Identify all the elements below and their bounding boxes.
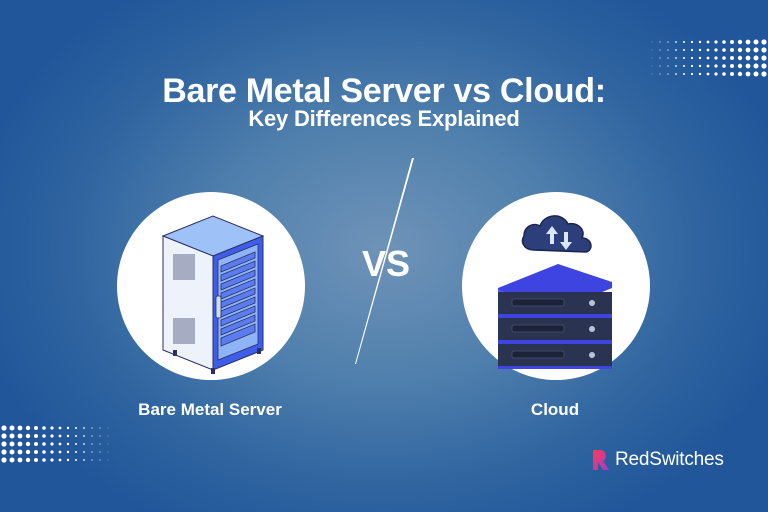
cloud-server-stack-icon	[498, 215, 612, 369]
page-subtitle: Key Differences Explained	[248, 106, 520, 131]
cloud-label: Cloud	[530, 400, 580, 419]
cloud-icon	[521, 215, 592, 253]
server-stack-icon	[498, 264, 612, 369]
server-rack-icon	[161, 215, 265, 374]
brand-name: RedSwitches	[615, 449, 724, 470]
dot-pattern-decoration	[1, 425, 109, 463]
redswitches-logo-icon	[593, 450, 609, 470]
brand-logo[interactable]: RedSwitches	[592, 449, 724, 471]
bare-metal-label: Bare Metal Server	[138, 400, 282, 419]
slash-divider-icon: VS	[355, 158, 414, 364]
page-title: Bare Metal Server vs Cloud:	[162, 72, 606, 110]
dot-pattern-decoration	[651, 39, 767, 77]
cloud-illustration	[462, 192, 650, 380]
bare-metal-illustration	[117, 192, 305, 380]
vs-text: VS	[362, 243, 410, 284]
